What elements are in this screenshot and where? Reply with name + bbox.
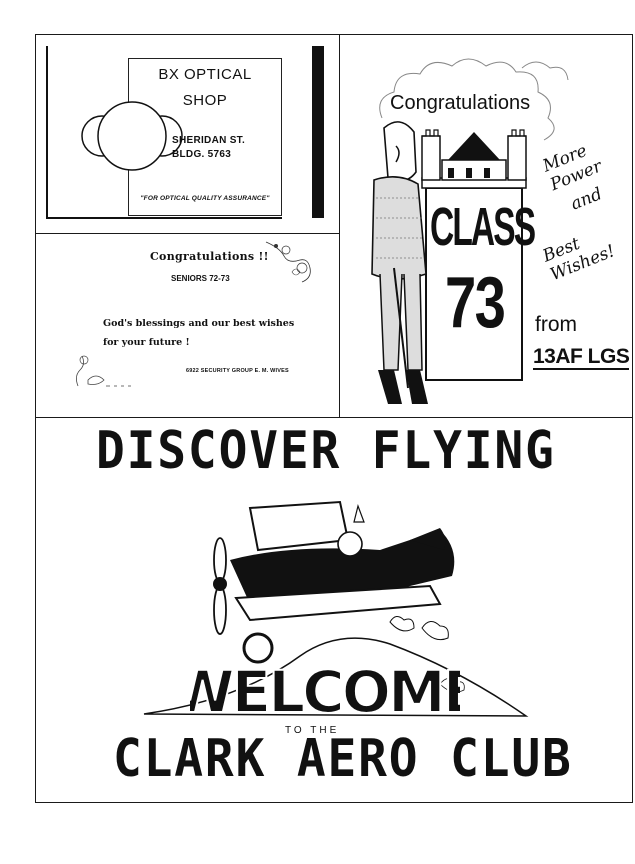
knight-figure-icon [371, 121, 428, 404]
biplane-illustration-icon [143, 500, 529, 717]
from-word: from [535, 313, 577, 336]
to-the-text: TO THE [285, 725, 340, 736]
glasses-logo-icon [81, 101, 183, 171]
class-year: 73 [445, 263, 506, 343]
castle-tower-icon [421, 129, 527, 381]
welcome-banner: WELCOME [190, 657, 460, 727]
wives-message-line1: God's blessings and our best wishes [103, 318, 295, 329]
discover-flying-headline: DISCOVER FLYING [96, 421, 556, 481]
optical-left-rule [46, 46, 48, 218]
class-word: CLASS [430, 197, 536, 257]
optical-address-line2: BLDG. 5763 [172, 149, 232, 160]
optical-right-bar [312, 46, 324, 218]
club-name-headline: CLARK AERO CLUB [113, 729, 573, 789]
class-congrats: Congratulations [390, 92, 531, 114]
optical-name-line2: SHOP [182, 92, 228, 109]
aero-club-ad [35, 417, 633, 803]
bird-sketch-icon [76, 355, 131, 387]
wives-message-line2: for your future ! [103, 337, 190, 348]
floral-ornament-icon [265, 241, 311, 283]
cloud-sketch-icon [379, 58, 569, 141]
optical-address-line1: SHERIDAN ST. [172, 135, 246, 146]
optical-bottom-rule [46, 217, 282, 219]
wives-congrats: Congratulations !! [150, 250, 269, 263]
wives-signature: 6922 SECURITY GROUP E. M. WIVES [186, 368, 289, 374]
optical-name-line1: BX OPTICAL [158, 66, 252, 83]
sender-name: 13AF LGS [533, 345, 630, 370]
welcome-text: WELCOME [190, 658, 460, 726]
wives-seniors: SENIORS 72-73 [171, 274, 230, 283]
optical-slogan: "FOR OPTICAL QUALITY ASSURANCE" [140, 195, 270, 202]
